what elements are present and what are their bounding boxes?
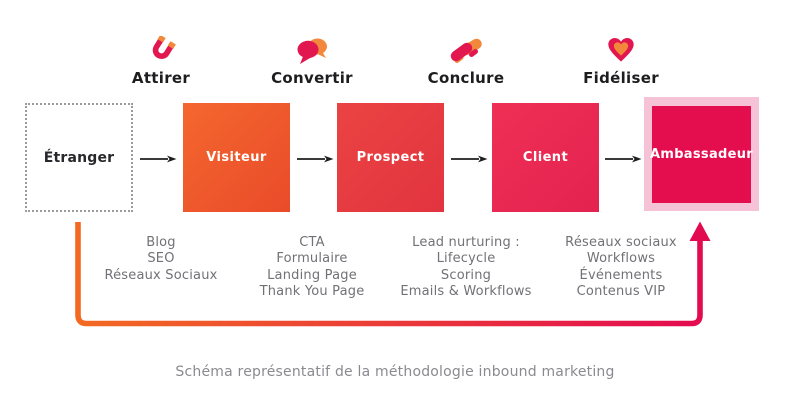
- list-item: Blog: [146, 235, 176, 250]
- list-item: Emails & Workflows: [400, 283, 532, 299]
- box-ambassadeur: Ambassadeur: [649, 105, 754, 203]
- stage-label-fideliser: Fidéliser: [583, 69, 659, 87]
- box-visiteur: Visiteur: [183, 103, 290, 212]
- list-item: SEO: [147, 251, 175, 267]
- list-item: Formulaire: [276, 251, 348, 267]
- box-prospect: Prospect: [337, 103, 444, 212]
- box-ambassadeur-highlight: Ambassadeur: [644, 97, 759, 211]
- box-label: Visiteur: [206, 150, 267, 165]
- list-item: Landing Page: [267, 267, 357, 283]
- list-item: Contenus VIP: [576, 283, 666, 299]
- diagram-caption: Schéma représentatif de la méthodologie …: [175, 364, 615, 380]
- magnet-icon: [146, 34, 176, 70]
- handshake-icon: [448, 36, 484, 70]
- box-label: Ambassadeur: [649, 146, 754, 162]
- list-item: Réseaux Sociaux: [104, 267, 218, 283]
- chat-bubbles-icon: [295, 36, 329, 70]
- list-item: Workflows: [586, 251, 656, 267]
- stage-label-attirer: Attirer: [131, 69, 191, 87]
- list-item: Scoring: [440, 267, 492, 283]
- box-label: Prospect: [356, 150, 425, 165]
- list-item: Lead nurturing :: [412, 235, 520, 250]
- convert-tools-list: CTA Formulaire Landing Page Thank You Pa…: [260, 235, 365, 300]
- box-client: Client: [492, 103, 599, 212]
- arrow-right-icon: [140, 155, 177, 163]
- attract-tools-list: Blog SEO Réseaux Sociaux: [104, 235, 217, 284]
- list-item: Événements: [579, 267, 663, 283]
- arrow-right-icon: [297, 155, 334, 163]
- arrow-right-icon: [605, 155, 642, 163]
- close-tools-list: Lead nurturing : Lifecycle Scoring Email…: [400, 235, 531, 300]
- stage-label-convertir: Convertir: [271, 69, 353, 87]
- heart-icon: [607, 36, 636, 67]
- box-etranger: Étranger: [25, 103, 133, 212]
- list-item: Thank You Page: [259, 283, 365, 299]
- list-item: CTA: [299, 235, 325, 250]
- box-label: Étranger: [43, 149, 115, 166]
- arrow-right-icon: [451, 155, 488, 163]
- box-label: Client: [522, 150, 569, 165]
- list-item: Réseaux sociaux: [565, 235, 677, 250]
- list-item: Lifecycle: [436, 251, 496, 267]
- delight-tools-list: Réseaux sociaux Workflows Événements Con…: [565, 235, 677, 300]
- stage-label-conclure: Conclure: [427, 69, 505, 87]
